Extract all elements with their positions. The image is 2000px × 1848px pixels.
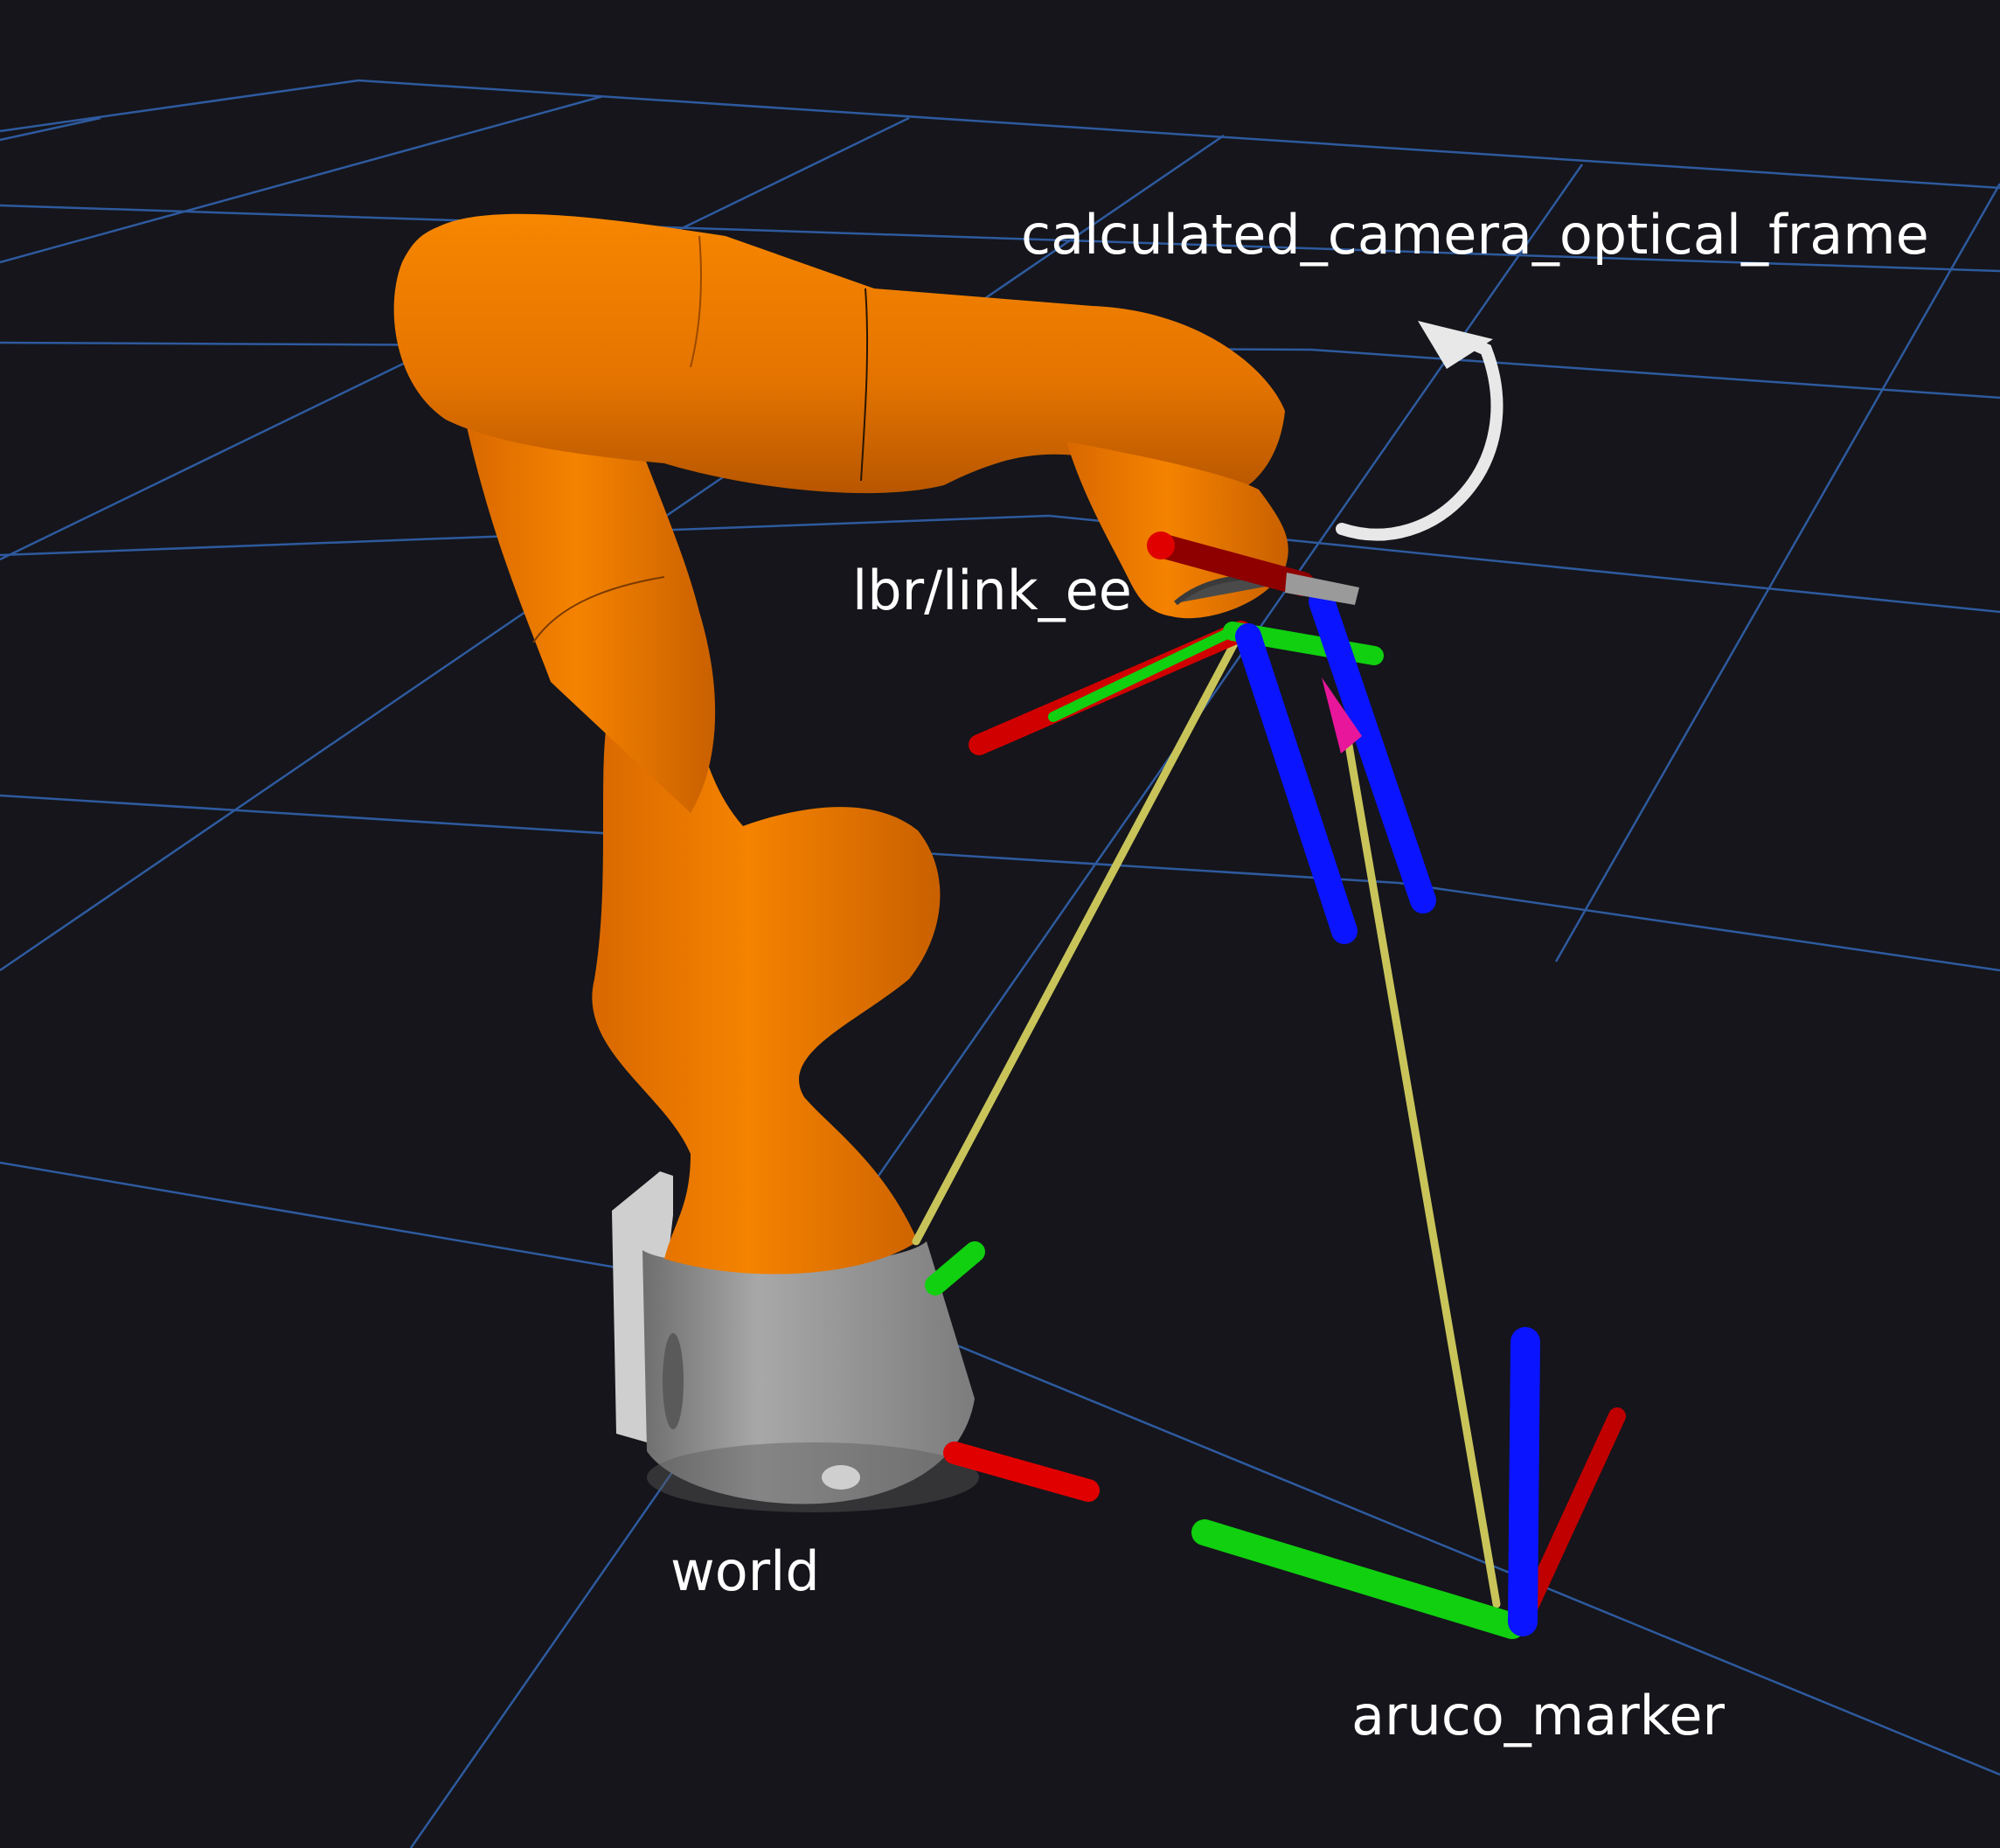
end-effector-axes — [969, 531, 1436, 944]
world-axes — [925, 1241, 1100, 1502]
aruco-marker-frame-label: aruco_marker — [1351, 1684, 1726, 1747]
rotation-arrow-icon — [1336, 321, 1503, 541]
end-effector-frame-label: lbr/link_ee — [852, 559, 1132, 622]
robot-arm — [393, 213, 1295, 1275]
tf-connections — [912, 629, 1501, 1608]
camera-pointer-arrow — [1322, 677, 1362, 754]
robot-base — [612, 1171, 979, 1512]
world-frame-label: world — [670, 1539, 820, 1603]
aruco-marker-axes — [1191, 1327, 1626, 1639]
camera-frame-label: calculated_camera_optical_frame — [1021, 203, 1929, 267]
